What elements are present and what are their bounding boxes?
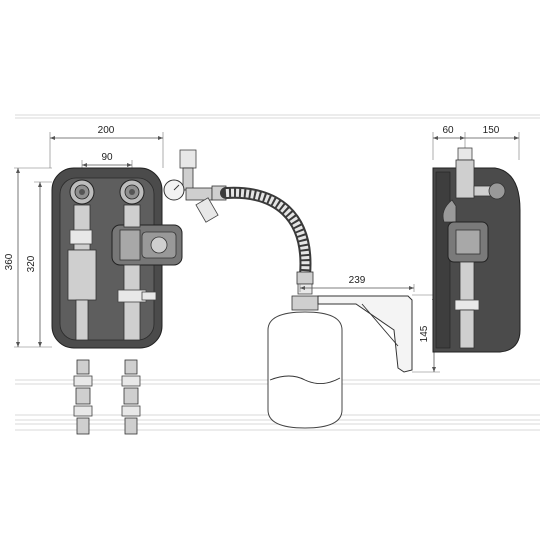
port-right <box>119 179 145 205</box>
right-pipe-upper <box>123 204 141 228</box>
side-view: 60 150 <box>432 125 521 353</box>
dimension-label-front-width: 200 <box>98 125 115 136</box>
hose-coupling-bottom <box>296 271 314 285</box>
bottom-connector-left <box>73 359 93 435</box>
bracket-arm <box>317 295 413 373</box>
dimension-label-total-height: 360 <box>4 253 15 270</box>
dimension-label-side-depth-b: 150 <box>483 125 500 136</box>
dimension-side-depth-b: 150 <box>465 125 520 160</box>
side-wall-plate <box>435 171 451 349</box>
vessel-tank <box>267 311 343 429</box>
port-left <box>69 179 95 205</box>
dimension-bracket-length: 239 <box>299 275 415 292</box>
side-top-cap <box>457 147 473 161</box>
side-fitting <box>141 291 157 301</box>
fill-valve <box>195 197 219 223</box>
dimension-total-height: 360 <box>4 167 52 348</box>
dimension-front-width: 200 <box>49 125 164 168</box>
safety-valve-cap <box>179 149 197 169</box>
dimension-label-housing-height: 320 <box>26 255 37 272</box>
flexible-hose <box>220 186 314 285</box>
left-valve <box>69 229 93 245</box>
dimension-housing-height: 320 <box>26 181 52 347</box>
left-pipe-lower <box>75 299 89 341</box>
left-flow-meter <box>67 249 97 301</box>
side-bottom-pipe <box>459 309 475 349</box>
dimension-label-port-spacing: 90 <box>101 152 113 163</box>
right-pipe-lower <box>123 264 141 341</box>
dimension-label-side-depth-a: 60 <box>442 125 454 136</box>
dimension-label-bracket-height: 145 <box>419 325 430 342</box>
side-thermometer <box>488 182 506 200</box>
front-view: 200 90 360 320 <box>4 125 183 435</box>
side-upper-body <box>455 159 475 199</box>
expansion-vessel <box>267 283 343 429</box>
side-lower-valve <box>454 299 480 311</box>
safety-group <box>163 149 227 223</box>
circulation-pump <box>111 224 183 266</box>
bottom-connector-right <box>121 359 141 435</box>
safety-valve-body <box>182 167 194 191</box>
dimension-label-bracket-length: 239 <box>349 275 366 286</box>
side-lower-pipe <box>459 261 475 303</box>
vessel-valve <box>291 295 319 311</box>
